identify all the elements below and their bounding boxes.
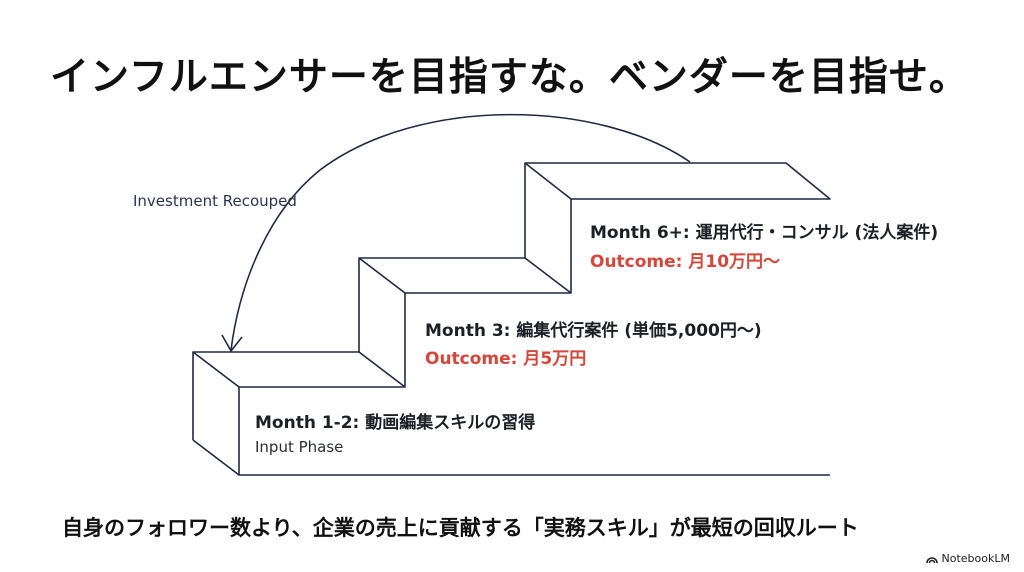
step3-outcome: Outcome: 月10万円〜 [590, 252, 781, 272]
staircase-outline [192, 162, 831, 476]
step1-sub: Input Phase [255, 438, 344, 456]
step1-left-bottom [192, 439, 240, 476]
step2-outcome: Outcome: 月5万円 [425, 349, 587, 369]
step2-back [358, 257, 406, 294]
step1-edge [192, 351, 240, 388]
notebooklm-logo-icon [925, 557, 938, 563]
step1-label: Month 1-2: 動画編集スキルの習得 [255, 413, 536, 433]
footer-message: 自身のフォロワー数より、企業の売上に貢献する「実務スキル」が最短の回収ルート [62, 516, 859, 540]
arrow-head-icon [221, 334, 243, 352]
step2-edge [358, 351, 406, 388]
step3-label: Month 6+: 運用代行・コンサル (法人案件) [590, 223, 939, 243]
slide-title: インフルエンサーを目指すな。ベンダーを目指せ。 [50, 55, 969, 100]
recoup-arrow [230, 113, 691, 351]
step2-label: Month 3: 編集代行案件 (単価5,000円〜) [425, 321, 762, 341]
step3-edge [524, 257, 572, 294]
brand-name: NotebookLM [941, 552, 1010, 565]
step3-back [524, 162, 572, 200]
brand-badge: NotebookLM [925, 552, 1010, 565]
arrow-label: Investment Recouped [133, 192, 297, 210]
